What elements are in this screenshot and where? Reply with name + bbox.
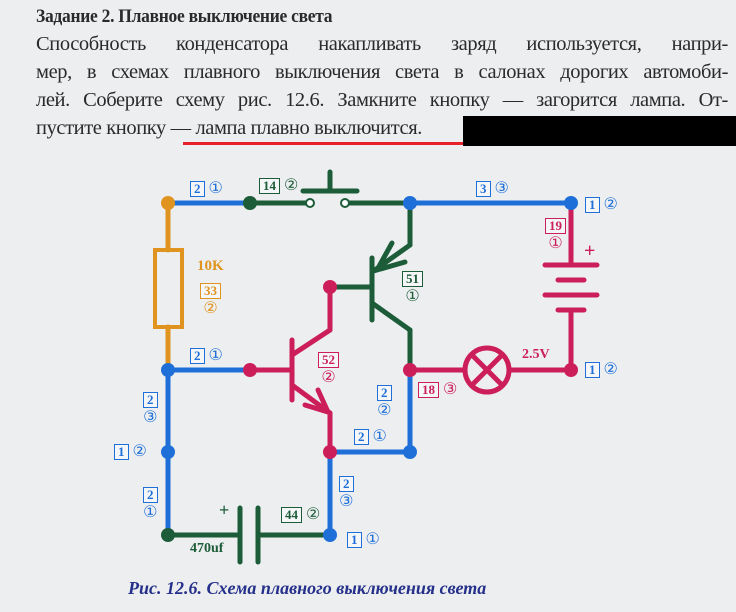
battery (542, 200, 600, 373)
redaction-block (463, 116, 736, 146)
resistor-value: 10K (197, 258, 224, 274)
paragraph-line: пустите кнопку — лампа плавно выключится… (36, 117, 422, 139)
lamp-value: 2.5V (522, 347, 550, 362)
transistor-51 (327, 200, 413, 373)
capacitor (165, 505, 333, 565)
paragraph-line: Способность конденсатора накапливать зар… (36, 33, 728, 55)
capacitor-plus: + (219, 500, 230, 520)
lamp-branch (407, 345, 574, 395)
switch (247, 169, 413, 206)
switch-contact (340, 198, 350, 208)
paragraph-line: мер, в схемах плавного выключения света … (36, 61, 728, 83)
battery-plus: + (584, 240, 596, 262)
paragraph-line: лей. Соберите схему рис. 12.6. Замкните … (36, 89, 728, 111)
figure-caption: Рис. 12.6. Схема плавного выключения све… (128, 578, 487, 598)
task-title: Задание 2. Плавное выключение света (36, 6, 333, 27)
resistor (153, 200, 184, 373)
switch-contact (305, 198, 315, 208)
blue-wires (165, 200, 574, 538)
capacitor-value: 470uf (190, 541, 224, 556)
red-underline (183, 142, 463, 145)
junction-nodes (161, 196, 578, 542)
